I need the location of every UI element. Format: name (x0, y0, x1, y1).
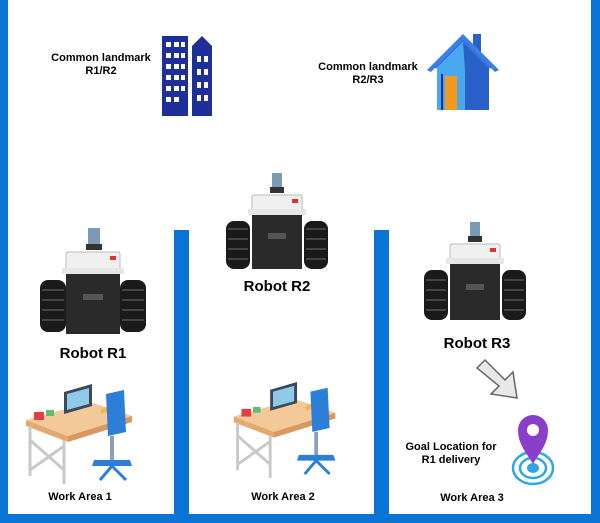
partition-left (174, 230, 189, 520)
wall-bottom (0, 514, 600, 523)
goal-location-pin-icon (511, 415, 555, 486)
work-area-2-label: Work Area 2 (251, 491, 315, 503)
landmark-r1r2-label: Common landmark R1/R2 (51, 52, 151, 77)
landmark-r2r3-label: Common landmark R2/R3 (318, 61, 418, 86)
building-icon (162, 36, 212, 116)
robot-r2-icon (226, 173, 328, 269)
work-area-3-label: Work Area 3 (440, 492, 504, 504)
house-icon (427, 34, 499, 110)
robot-r1-icon (40, 228, 146, 334)
robot-r2-label: Robot R2 (243, 278, 311, 295)
robot-r1-label: Robot R1 (59, 345, 127, 362)
workstation-1-icon (26, 384, 132, 484)
partition-right (374, 230, 389, 520)
direction-arrow-icon (475, 358, 518, 399)
wall-left (0, 0, 8, 523)
work-area-1-label: Work Area 1 (48, 491, 112, 503)
robot-r3-icon (424, 222, 526, 320)
workstation-2-icon (233, 382, 336, 478)
goal-location-label: Goal Location for R1 delivery (405, 441, 497, 466)
robot-r3-label: Robot R3 (443, 335, 511, 352)
wall-right (591, 0, 600, 523)
